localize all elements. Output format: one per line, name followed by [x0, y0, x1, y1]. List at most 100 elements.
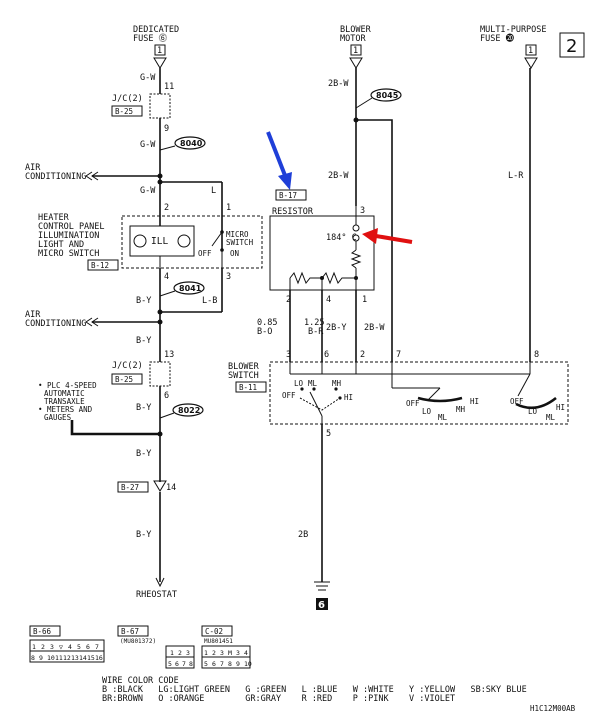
wire-label-085-color: B-O [257, 327, 272, 337]
ill-lamp-2-icon [177, 234, 191, 248]
connector-b67-pin: 2 [178, 649, 182, 657]
blower-switch-ref-box [235, 381, 267, 393]
ground-number-box [316, 598, 328, 610]
wire-label-by-3: B-Y [136, 403, 151, 413]
blower-motor-pin-box [350, 44, 362, 56]
bs3-off-label: OFF [510, 397, 524, 406]
heater-pin-4: 4 [164, 272, 169, 282]
micro-switch-pivot [220, 230, 224, 234]
blower-switch-ref: B-11 [239, 383, 257, 392]
red-arrow-shaft [375, 234, 413, 244]
connector-b66-pin: 11 [55, 654, 63, 662]
connector-c02-part: MU801451 [204, 638, 233, 645]
heater-label-3: ILLUMINATION [38, 231, 99, 241]
bs-ml-label: ML [308, 379, 318, 388]
heater-label-5: MICRO SWITCH [38, 249, 99, 259]
jc-top-ref: B-25 [115, 107, 133, 116]
jc-top-pin-bottom: 9 [164, 124, 169, 134]
blower-motor-pin: 1 [353, 46, 358, 56]
bs2-contact-arc-icon [417, 396, 463, 403]
blower-switch-pin-2: 2 [360, 350, 365, 360]
connector-b66-pin: 10 [47, 654, 55, 662]
bs2-hi-label: HI [470, 397, 479, 406]
wire-label-gw-3: G-W [140, 186, 156, 196]
blower-switch-label-1: BLOWER [228, 362, 260, 372]
connector-c02-ref: C-02 [205, 627, 223, 636]
splice-8040-icon [174, 136, 206, 150]
connector-b66-pin: ▽ [59, 643, 63, 651]
blue-arrow-shaft [266, 131, 288, 179]
rheostat-label: RHEOSTAT [136, 590, 177, 600]
wire-2bw-bypass [356, 119, 393, 362]
connector-c02-pin: 10 [244, 660, 252, 668]
wire-label-125: 1.25 [304, 318, 324, 328]
bs-mh-label: MH [332, 379, 342, 388]
jc-mid-pin-top: 13 [164, 350, 174, 360]
jc-mid-pin-bottom: 6 [164, 391, 169, 401]
multi-purpose-fuse-pin: 1 [528, 46, 533, 56]
bs3-ml-label: ML [546, 413, 556, 422]
air-cond-1-line1: AIR [25, 163, 41, 173]
jc-mid-label: J/C(2) [112, 361, 143, 371]
blower-motor-label-1: BLOWER [340, 25, 372, 35]
jc-top-ref-box [111, 105, 143, 117]
b27-pin: 14 [166, 483, 176, 493]
connector-c02-pin: 8 [228, 660, 232, 668]
wire-label-2bw-3: 2B-W [364, 323, 385, 333]
connector-b66-pin: 15 [87, 654, 95, 662]
connector-b66-face [29, 639, 105, 663]
micro-switch-label-2: SWITCH [226, 238, 254, 247]
connector-c02-pin: 4 [244, 649, 248, 657]
heater-pin-3: 3 [226, 272, 231, 282]
wire-label-085: 0.85 [257, 318, 277, 328]
note-line-2: AUTOMATIC [44, 389, 85, 398]
blower-motor-terminal-icon [349, 57, 363, 69]
legend-row-1: B :BLACK LG:LIGHT GREEN G :GREEN L :BLUE… [102, 685, 527, 695]
splice-8022-icon [172, 403, 204, 417]
connector-c02-pin: 3 [220, 649, 224, 657]
connector-c02-face [201, 645, 251, 669]
connector-c02-pin: 2 [212, 649, 216, 657]
connector-b67-pin: 5 [168, 660, 172, 668]
jc-top-label: J/C(2) [112, 94, 143, 104]
multi-purpose-fuse-pin-box [525, 44, 537, 56]
ground-icon [314, 581, 330, 591]
connector-b66-pin: 9 [39, 654, 43, 662]
page-number-box [559, 32, 585, 58]
splice-8040: 8040 [180, 139, 203, 148]
splice-8022-leader [159, 412, 175, 419]
note-line-3: TRANSAXLE [44, 397, 85, 406]
connector-b66-pin: 7 [95, 643, 99, 651]
bs3-lo-label: LO [528, 407, 538, 416]
heater-pin-1: 1 [226, 203, 231, 213]
heater-label-1: HEATER [38, 213, 70, 223]
b27-ref: B-27 [121, 483, 139, 492]
air-cond-2-line1: AIR [25, 310, 41, 320]
connector-b67-pin: 6 [175, 660, 179, 668]
blower-switch-pin-7: 7 [396, 350, 401, 360]
ill-lamp-1-icon [133, 234, 147, 248]
wire-label-gw-2: G-W [140, 140, 156, 150]
connector-b66-pin: 2 [41, 643, 45, 651]
wire-label-2bw-2: 2B-W [328, 171, 349, 181]
wire-label-by-4: B-Y [136, 449, 151, 459]
air-cond-2-line2: CONDITIONING [25, 319, 86, 329]
connector-c02-pin: 6 [212, 660, 216, 668]
connector-b67-pin: 1 [170, 649, 174, 657]
legend-row-2: BR:BROWN O :ORANGE GR:GRAY R :RED P :PIN… [102, 694, 455, 704]
connector-c02-pin: 1 [204, 649, 208, 657]
wire-note-branch [70, 420, 160, 436]
bs-rotary-arm-icon [309, 391, 323, 417]
connector-c02-pin: 7 [220, 660, 224, 668]
ill-lamp-box [129, 225, 195, 257]
dedicated-fuse-pin: 1 [157, 46, 162, 56]
blower-switch-pin-6: 6 [324, 350, 329, 360]
splice-8040-leader [159, 145, 176, 151]
dedicated-fuse-label-1: DEDICATED [133, 25, 179, 35]
connector-c02-pin: 5 [204, 660, 208, 668]
wire-label-lb: L-B [202, 296, 217, 306]
splice-8041-icon [173, 281, 205, 295]
legend-title: WIRE COLOR CODE [102, 676, 179, 686]
